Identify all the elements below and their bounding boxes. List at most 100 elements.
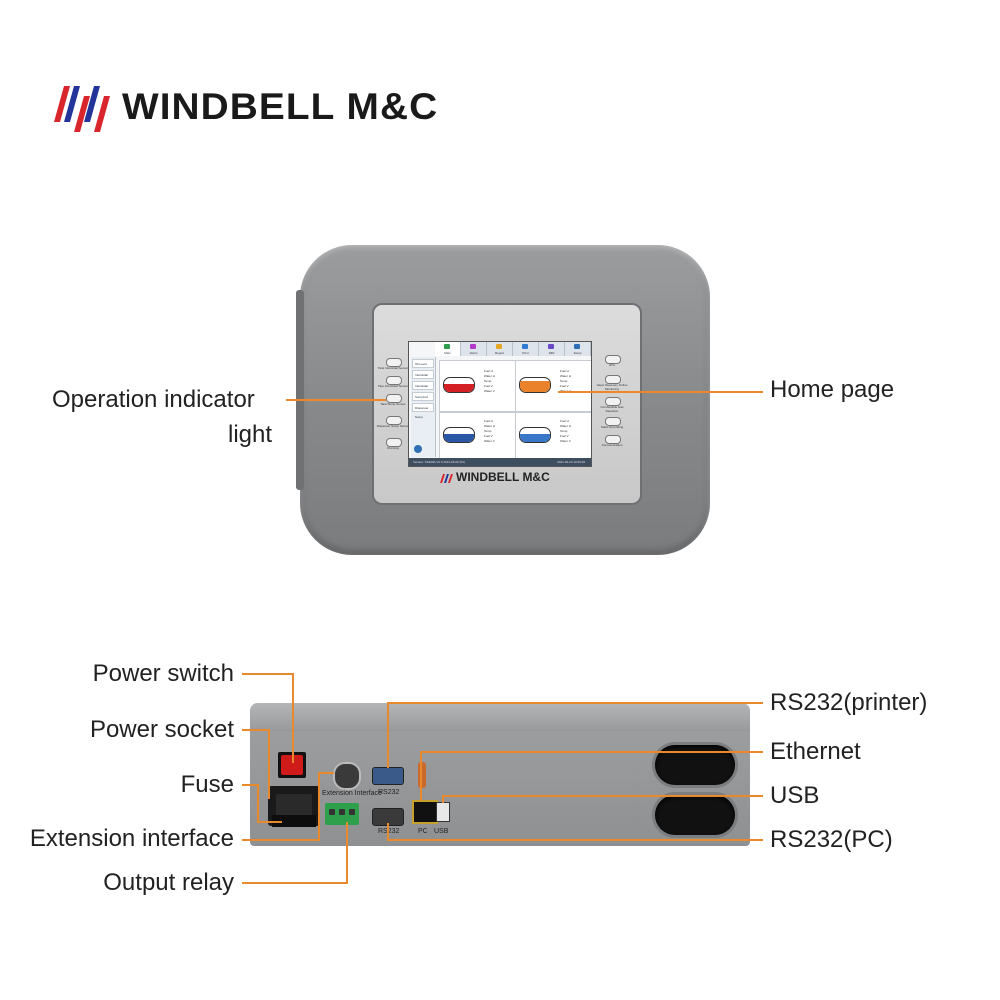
indicator-label-8: Combustible Gas Detection [600,405,624,413]
leader-ethernet-h [420,751,763,753]
tab-main[interactable]: Main [435,342,461,356]
tab-report[interactable]: Report [487,342,513,356]
screen-footer: Version: SS2000-V2.0 2021-06-06 (54) 202… [409,458,591,466]
indicator-button-10[interactable] [605,435,621,444]
extension-interface-port[interactable] [333,762,361,790]
indicator-label-4: Dispenser Sump Sensor [376,424,410,428]
indicator-label-9: Static Grounding [600,425,624,429]
label-output-relay: Output relay [103,869,234,896]
leader-extension-h2 [318,772,334,774]
leader-power-socket-h [242,729,270,731]
rs232-printer-port[interactable] [372,767,404,785]
tab-alarm[interactable]: Alarm [461,342,487,356]
output-relay-terminal[interactable] [325,803,359,825]
label-power-switch: Power switch [92,660,234,687]
indicator-label-10: Communication [601,443,623,447]
leader-ethernet-v [420,751,422,801]
leader-extension-h [242,839,320,841]
indicator-label-2: Pipe Interstitial Sensor [377,384,408,388]
leader-usb-v [442,795,444,803]
power-switch[interactable] [278,752,306,778]
leader-extension-v [318,772,320,841]
label-home-page: Home page [770,376,895,403]
label-ethernet: Ethernet [770,738,861,765]
leader-power-switch-v [292,673,294,763]
leader-fuse-h [242,784,258,786]
indicator-button-2[interactable] [386,376,402,385]
tank-icon-1 [443,377,475,393]
indicator-label-7: Vapor Recovery Online Monitoring [596,383,628,391]
brand-name: WINDBELL M&C [122,86,439,127]
fuse-holder[interactable] [272,815,316,827]
indicator-button-5[interactable] [386,438,402,447]
side-grip-left [296,290,304,490]
label-fuse: Fuse [180,771,234,798]
tank-icon-3 [443,427,475,443]
left-button-column: Tank Interstitial Sensor Pipe Interstiti… [376,358,410,458]
leader-home-page [558,391,763,393]
usb-port[interactable] [436,802,450,822]
tank-icon-4 [519,427,551,443]
leader-rs232-printer-h [387,702,763,704]
indicator-label-6: ATG [609,363,615,367]
tab-print[interactable]: Print [513,342,539,356]
leader-fuse-v [257,784,259,822]
sidebar-item-sump[interactable]: Sump/Lid [412,392,434,401]
label-operation-indicator-light: light [228,421,273,448]
indicator-button-9[interactable] [605,417,621,426]
front-brand-name: WINDBELL M&C [456,470,550,484]
brand-logo-mark [52,82,112,136]
label-operation-indicator: Operation indicator [52,386,255,413]
tank-icon-2 [519,377,551,393]
logo-icon [54,86,110,132]
help-icon[interactable] [414,445,422,453]
label-rs232-printer: RS232(printer) [770,689,928,716]
leader-power-socket-v [268,729,270,799]
leader-fuse-h2 [257,821,282,823]
indicator-button-3[interactable] [386,394,402,403]
tab-siir[interactable]: SIIR [539,342,565,356]
port-label-rs232-printer: RS232 [378,789,400,796]
indicator-button-6[interactable] [605,355,621,364]
ethernet-cable-icon [418,762,426,788]
touch-screen-home[interactable]: Main Alarm Report Print SIIR Setup Oil L… [408,341,592,467]
indicator-label-5: Running [387,446,399,450]
leader-rs232-pc-v [387,823,389,841]
indicator-button-8[interactable] [605,397,621,406]
leader-output-relay-v [346,822,348,884]
leader-usb-h [442,795,763,797]
sidebar-item-oil-level[interactable]: Oil Level [412,359,434,368]
indicator-button-4[interactable] [386,416,402,425]
leader-rs232-printer-v [387,702,389,768]
tab-setup[interactable]: Setup [565,342,591,356]
sidebar-item-leak-1[interactable]: Interstitial Leak [412,370,434,386]
sidebar-item-dispenser[interactable]: Dispenser Sump [412,403,434,419]
indicator-label-3: Tank Sump Sensor [380,402,406,406]
leader-operation-indicator [286,399,386,401]
right-button-column: ATG Vapor Recovery Online Monitoring Com… [595,355,629,455]
label-power-socket: Power socket [89,716,234,743]
label-rs232-pc: RS232(PC) [770,826,893,853]
leader-output-relay-h [242,882,348,884]
sidebar-item-leak-2[interactable]: Interstitial Leak [412,381,434,397]
label-extension-interface: Extension interface [29,825,234,852]
port-label-extension: Extension Interface [322,790,382,797]
port-label-pc: PC [418,828,428,835]
indicator-button-7[interactable] [605,375,621,384]
leader-rs232-pc-h [387,839,763,841]
indicator-label-1: Tank Interstitial Sensor [377,366,409,370]
indicator-button-1[interactable] [386,358,402,367]
screen-sidebar: Oil Level Interstitial Leak Interstitial… [411,357,436,457]
vent-slot-bottom [655,795,735,835]
ethernet-port[interactable] [412,800,438,824]
front-logo-icon [440,472,454,490]
device-rear-lid [250,703,750,731]
label-usb: USB [770,782,820,809]
